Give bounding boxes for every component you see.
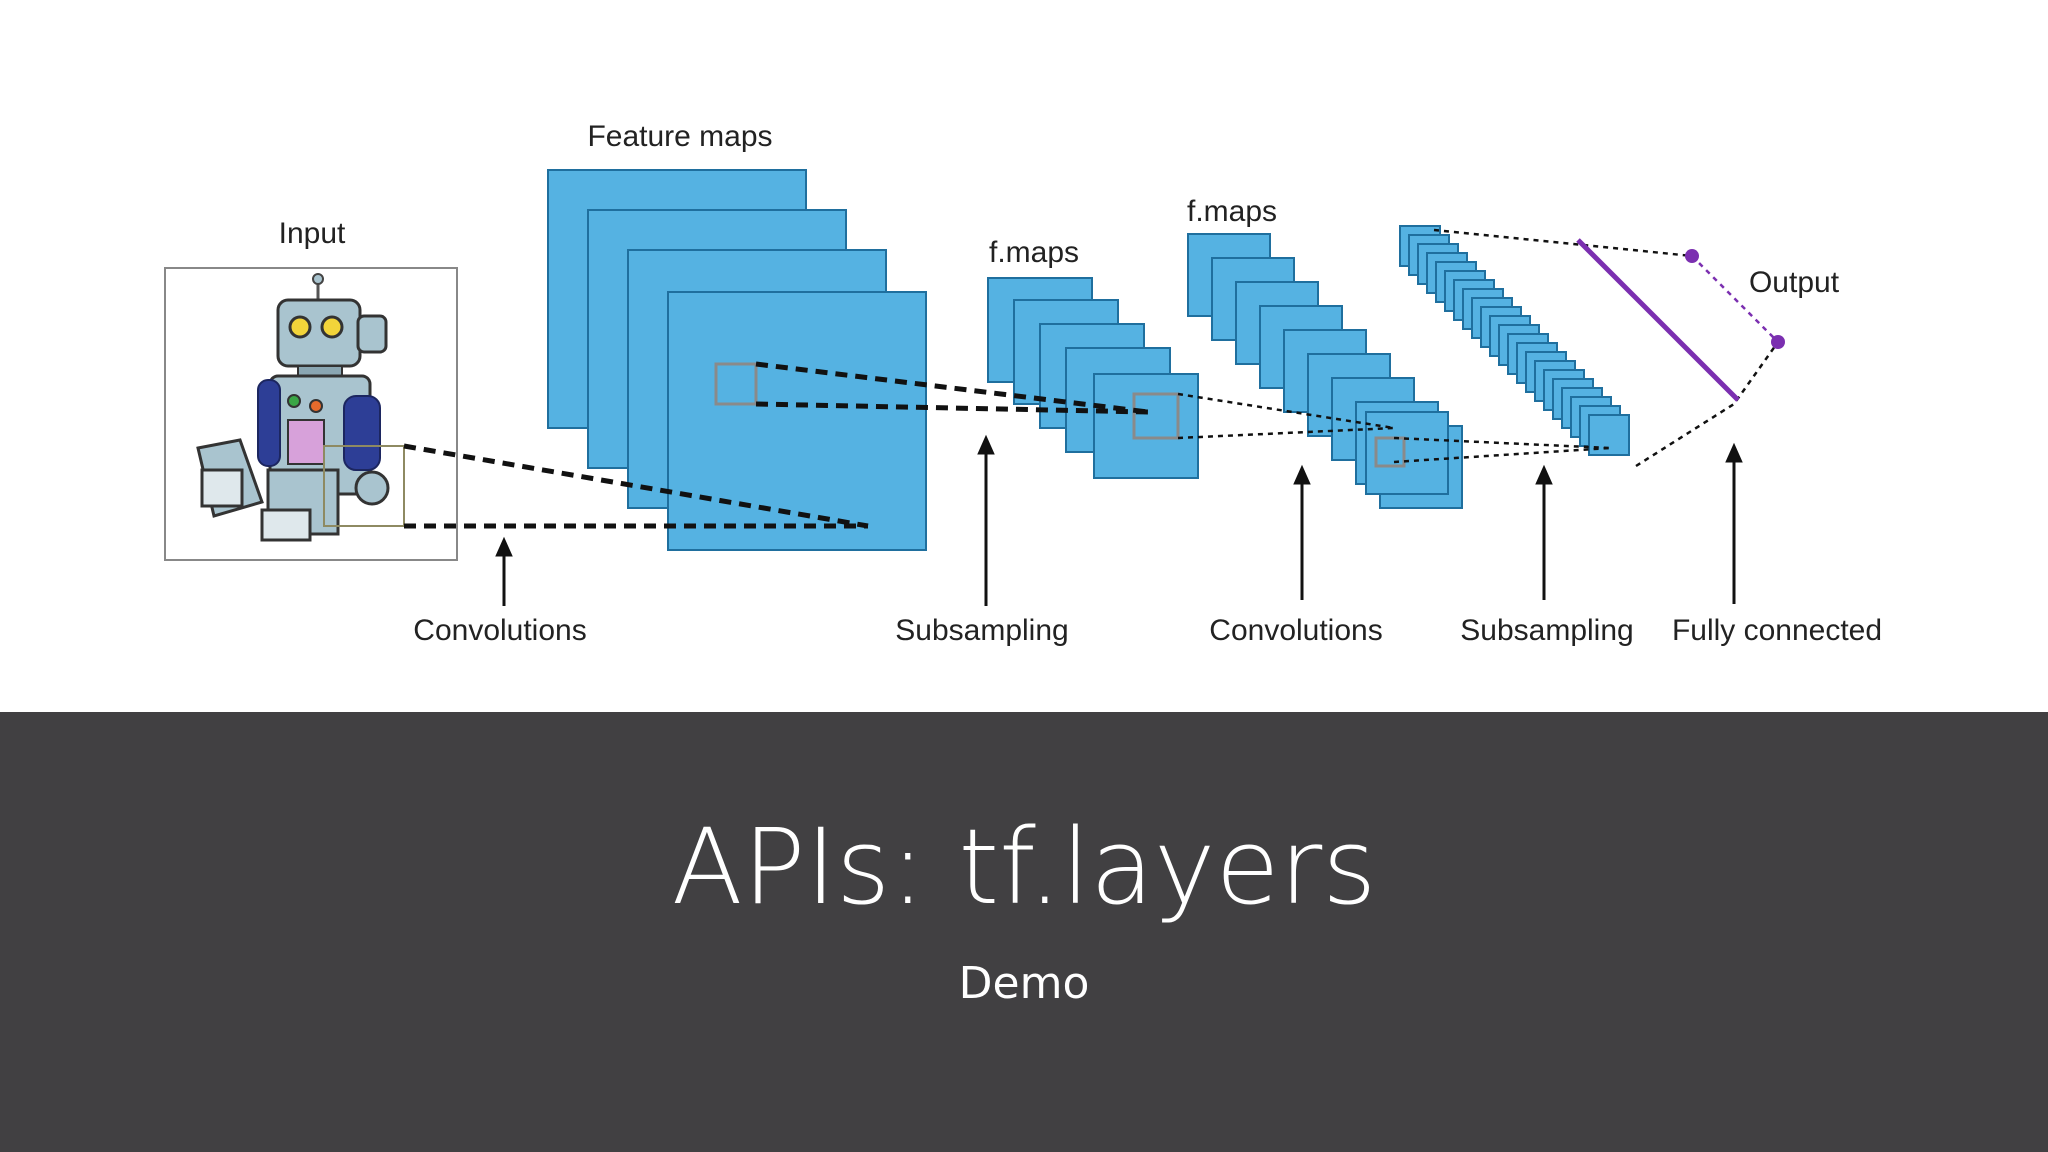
- stage-label-fully-connected: Fully connected: [1672, 614, 1882, 647]
- output-node: [1685, 249, 1699, 263]
- feature-map-receptive-field: [714, 362, 758, 406]
- label-feature-maps: Feature maps: [587, 120, 772, 153]
- feature-maps-stack: [547, 169, 927, 551]
- flattened-layer: [1399, 225, 1630, 456]
- fmap-receptive-field: [1374, 436, 1406, 468]
- cnn-diagram-svg: Input Feature maps f.maps f.maps Output …: [164, 120, 1882, 647]
- slide-subtitle: Demo: [958, 958, 1090, 1009]
- output-layer: [1576, 238, 1785, 402]
- label-input: Input: [279, 217, 346, 250]
- stage-label-subsampling-1: Subsampling: [895, 614, 1068, 647]
- label-fmaps-2: f.maps: [1187, 195, 1277, 228]
- feature-map: [667, 291, 927, 551]
- stage-label-convolutions-2: Convolutions: [1209, 614, 1382, 647]
- label-output: Output: [1749, 266, 1840, 299]
- output-node: [1771, 335, 1785, 349]
- stage-label-subsampling-2: Subsampling: [1460, 614, 1633, 647]
- fmaps-stack-1: [987, 277, 1199, 479]
- robot-illustration: [196, 273, 390, 542]
- title-band: [0, 712, 2048, 1152]
- fully-connected-line: [1576, 238, 1740, 402]
- connection-lines: [403, 228, 1780, 529]
- stage-arrows: [495, 434, 1743, 606]
- slide-title: APIs: tf.layers: [671, 806, 1377, 928]
- input-receptive-field: [323, 445, 405, 527]
- label-fmaps-1: f.maps: [989, 236, 1079, 269]
- cnn-diagram: Input Feature maps f.maps f.maps Output …: [164, 120, 1883, 647]
- stage-label-convolutions-1: Convolutions: [413, 614, 586, 647]
